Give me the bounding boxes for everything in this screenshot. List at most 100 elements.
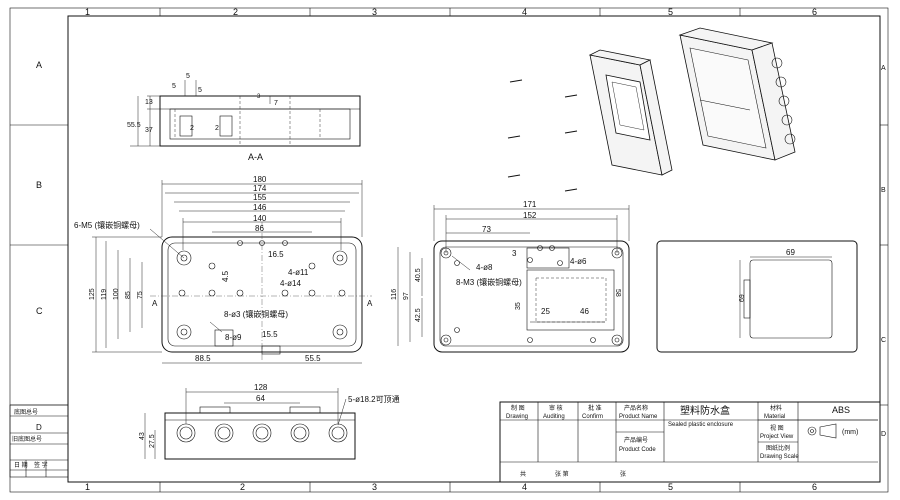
dimension-label: 7 <box>274 100 278 107</box>
dimension-label: 75 <box>137 291 144 299</box>
sheet-count: 张 <box>620 470 626 478</box>
sheet-count: 张 第 <box>555 470 569 478</box>
dimension-label: 35 <box>515 302 522 310</box>
row-labels-left: A B C D <box>36 60 43 432</box>
dimension-label: 16.5 <box>268 250 284 259</box>
dimension-label: 2 <box>190 125 194 132</box>
dimension-label: 174 <box>253 184 267 193</box>
lid-view: 171 152 73 3 116 97 40.5 42.5 4-ø8 4-ø6 … <box>391 200 630 353</box>
title-cell-label: 批 准 <box>588 404 602 412</box>
dimension-label: 2 <box>215 125 219 132</box>
isometric-lid <box>588 49 673 176</box>
dimension-label: 4-ø11 <box>288 268 309 277</box>
dimension-label: 55.5 <box>305 354 321 363</box>
side-panel-text: 底图总号 <box>14 408 38 416</box>
title-cell-label: Auditing <box>543 414 565 420</box>
dimension-label: 171 <box>523 200 537 209</box>
col-label: 6 <box>812 7 817 17</box>
dimension-label: 3 <box>512 249 517 258</box>
product-name-cn: 塑料防水盒 <box>680 404 730 417</box>
side-panel-text: 旧底图总号 <box>12 435 42 443</box>
dimension-label: 13 <box>145 99 153 106</box>
title-cell-label: Product Name <box>619 414 658 420</box>
title-cell-label: 图纸比例 <box>766 444 790 452</box>
row-label: D <box>36 423 42 432</box>
col-label: 6 <box>812 482 817 492</box>
title-cell-label: 制 图 <box>511 404 525 412</box>
side-panel: 底图总号 旧底图总号 日 期 签 字 <box>9 404 69 478</box>
material-value: ABS <box>832 405 850 415</box>
screws <box>507 79 578 192</box>
projection-symbol-icon <box>807 423 837 439</box>
row-label: D <box>881 431 886 438</box>
title-cell-label: 材料 <box>770 404 782 412</box>
col-label: 4 <box>522 482 527 492</box>
sheet-frame <box>9 7 889 493</box>
dimension-label: 119 <box>101 289 108 300</box>
dimension-label: 125 <box>89 288 96 300</box>
dimension-label: 116 <box>391 289 398 300</box>
row-label: C <box>36 306 43 316</box>
column-labels-bottom: 1 2 3 4 5 6 <box>85 482 817 492</box>
dimension-label: 4-ø14 <box>280 279 301 288</box>
title-cell-label: Material <box>764 414 785 420</box>
callout-note: 8-M3 (镶嵌铜螺母) <box>456 277 522 287</box>
dimension-label: 5 <box>186 73 190 80</box>
col-label: 5 <box>668 482 673 492</box>
title-cell-label: 审 核 <box>549 404 563 412</box>
dimension-label: 55.5 <box>127 122 141 129</box>
title-cell-label: 产品编号 <box>624 436 648 444</box>
dimension-label: 73 <box>482 225 491 234</box>
dimension-label: 42.5 <box>415 308 422 322</box>
title-cell-label: Drawing <box>506 414 528 420</box>
dimension-label: 64 <box>256 394 265 403</box>
col-label: 2 <box>240 482 245 492</box>
col-label: 3 <box>372 482 377 492</box>
dimension-label: 86 <box>255 224 264 233</box>
dimension-label: 43 <box>139 432 146 440</box>
title-cell-label: 视 图 <box>770 424 784 432</box>
row-label: A <box>36 60 42 70</box>
column-labels-top: 1 2 3 4 5 6 <box>85 7 817 17</box>
dimension-label: 46 <box>580 307 589 316</box>
product-name-en: Sealed plastic enclosure <box>668 422 734 428</box>
title-cell-label: Confirm <box>582 414 603 420</box>
col-label: 5 <box>668 7 673 17</box>
dimension-label: 146 <box>253 203 267 212</box>
row-label: C <box>881 337 886 344</box>
dimension-label: 140 <box>253 214 267 223</box>
dimension-label: 128 <box>254 383 268 392</box>
row-label: B <box>36 180 42 190</box>
col-label: 4 <box>522 7 527 17</box>
dimension-label: 15.5 <box>262 330 278 339</box>
dimension-label: 152 <box>523 211 537 220</box>
col-label: 2 <box>233 7 238 17</box>
window-view: 69 69 <box>656 240 858 353</box>
side-panel-text: 日 期 <box>14 461 28 469</box>
side-panel-text: 签 字 <box>34 461 48 469</box>
dimension-label: 58 <box>614 289 621 297</box>
dimension-label: 37 <box>145 127 153 134</box>
section-view-a-a: 5 5 5 7 2 2 13 37 55.5 3 A-A <box>127 73 361 162</box>
section-title: A-A <box>248 152 263 162</box>
dimension-label: 40.5 <box>415 268 422 282</box>
callout-note: 8-ø3 (镶嵌铜螺母) <box>224 309 288 319</box>
front-view: 180 174 155 146 140 86 16.5 125 119 100 … <box>74 175 373 364</box>
isometric-box <box>678 27 796 161</box>
callout-note: 5-ø18.2可顶通 <box>348 394 400 404</box>
col-label: 1 <box>85 7 90 17</box>
dimension-label: 4.5 <box>221 270 230 282</box>
title-cell-label: Project View <box>760 434 794 440</box>
title-cell-label: Product Code <box>619 447 656 453</box>
title-block: 制 图 Drawing 审 核 Auditing 批 准 Confirm 产品名… <box>499 401 881 483</box>
row-labels-right: A B C D <box>881 65 886 438</box>
side-view: 128 64 43 27.5 5-ø18.2可顶通 <box>139 383 400 460</box>
callout-note: 4-ø6 <box>570 257 587 266</box>
callout-note: 4-ø8 <box>476 263 493 272</box>
section-mark: A <box>367 299 373 308</box>
dimension-label: 180 <box>253 175 267 184</box>
sheet-count: 共 <box>520 470 526 478</box>
dimension-label: 97 <box>403 292 410 300</box>
dimension-label: 69 <box>739 294 746 302</box>
